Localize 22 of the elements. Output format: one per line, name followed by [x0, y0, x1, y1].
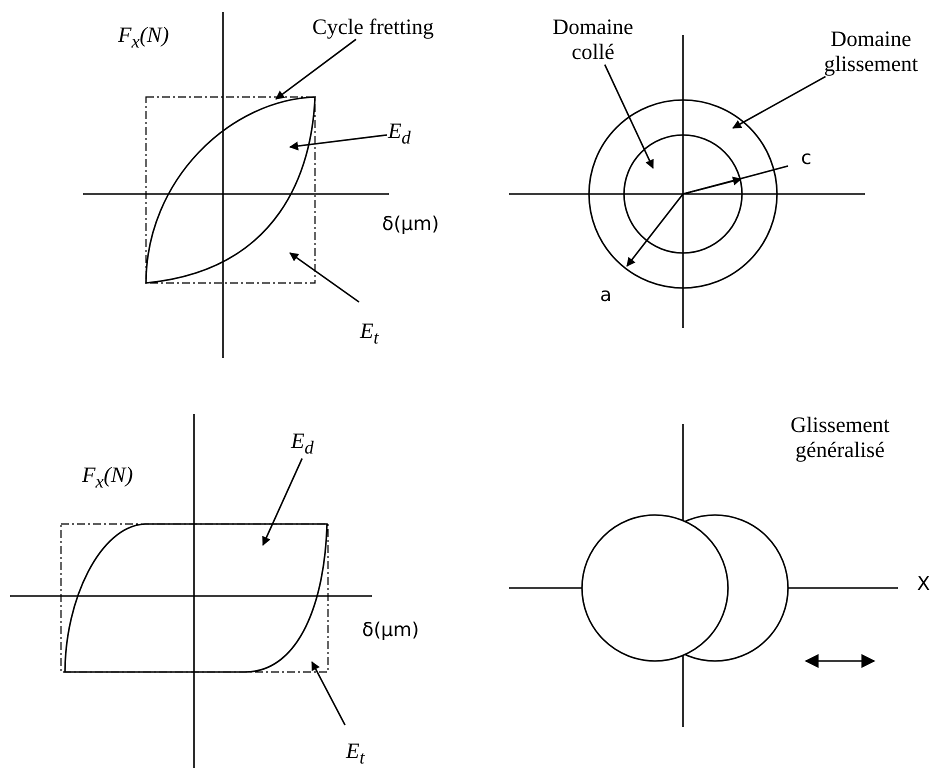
callout-label: Cycle fretting [290, 14, 456, 40]
leader-arrow [311, 661, 346, 726]
dimension-label: c [801, 148, 812, 170]
callout-label: E$_{t}$ [360, 318, 392, 348]
leader-arrow [604, 64, 654, 169]
leader-arrow [262, 458, 303, 546]
leader-arrow [289, 134, 388, 150]
dimension-label: a [600, 285, 613, 307]
axis-label: δ(μm) [382, 214, 440, 236]
axis-label: F$_{x}$(N) [118, 22, 170, 52]
caption-text: Glissement généralisé [790, 412, 890, 463]
callout-label: E$_{t}$ [346, 738, 378, 768]
leader-arrow [289, 252, 360, 303]
callout-label: E$_{d}$ [291, 428, 327, 458]
dimension-label: X [917, 574, 932, 596]
callout-label: E$_{d}$ [388, 118, 424, 148]
callout-label: Domaine collé [543, 14, 643, 65]
axis-label: δ(μm) [362, 620, 420, 642]
callout-label: Domaine glissement [806, 26, 936, 77]
leader-arrow [275, 38, 356, 100]
leader-arrow [732, 76, 826, 129]
axis-label: F$_{x}$(N) [82, 462, 134, 492]
